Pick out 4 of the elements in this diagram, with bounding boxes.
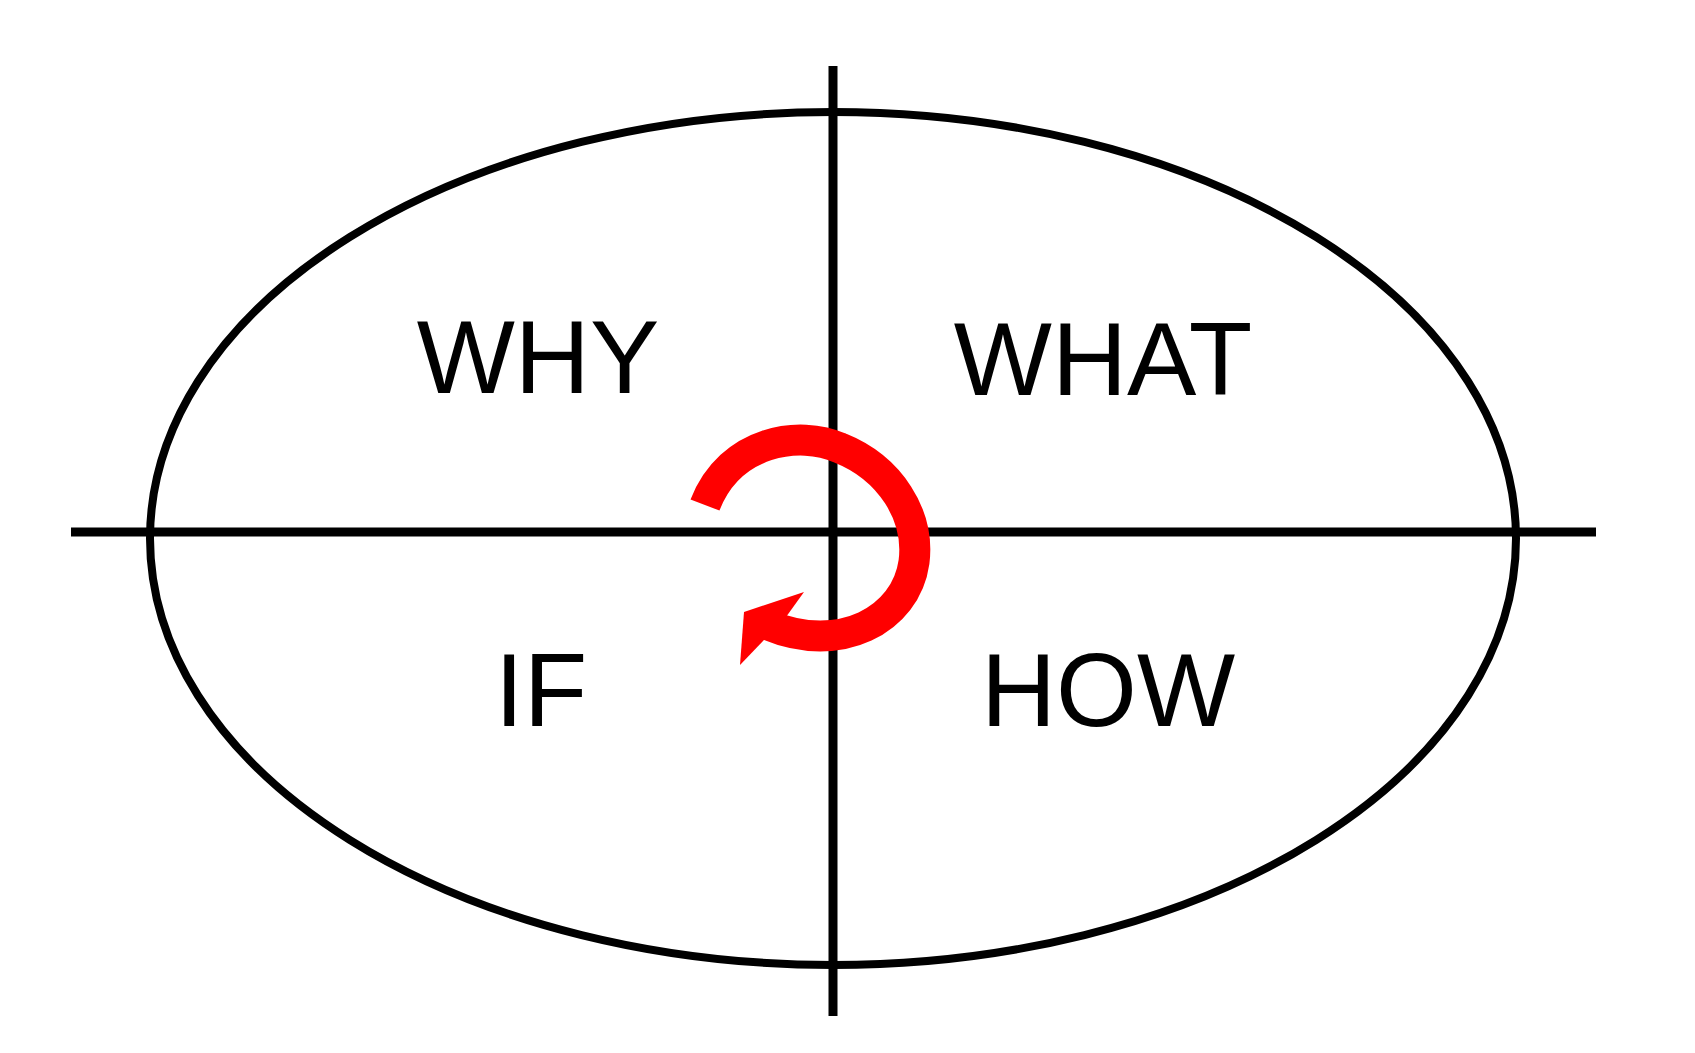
quadrant-label: HOW (980, 638, 1236, 742)
quadrant-label: IF (494, 638, 588, 742)
quadrant-label: WHY (416, 305, 660, 409)
quadrant-label: WHAT (953, 307, 1253, 411)
